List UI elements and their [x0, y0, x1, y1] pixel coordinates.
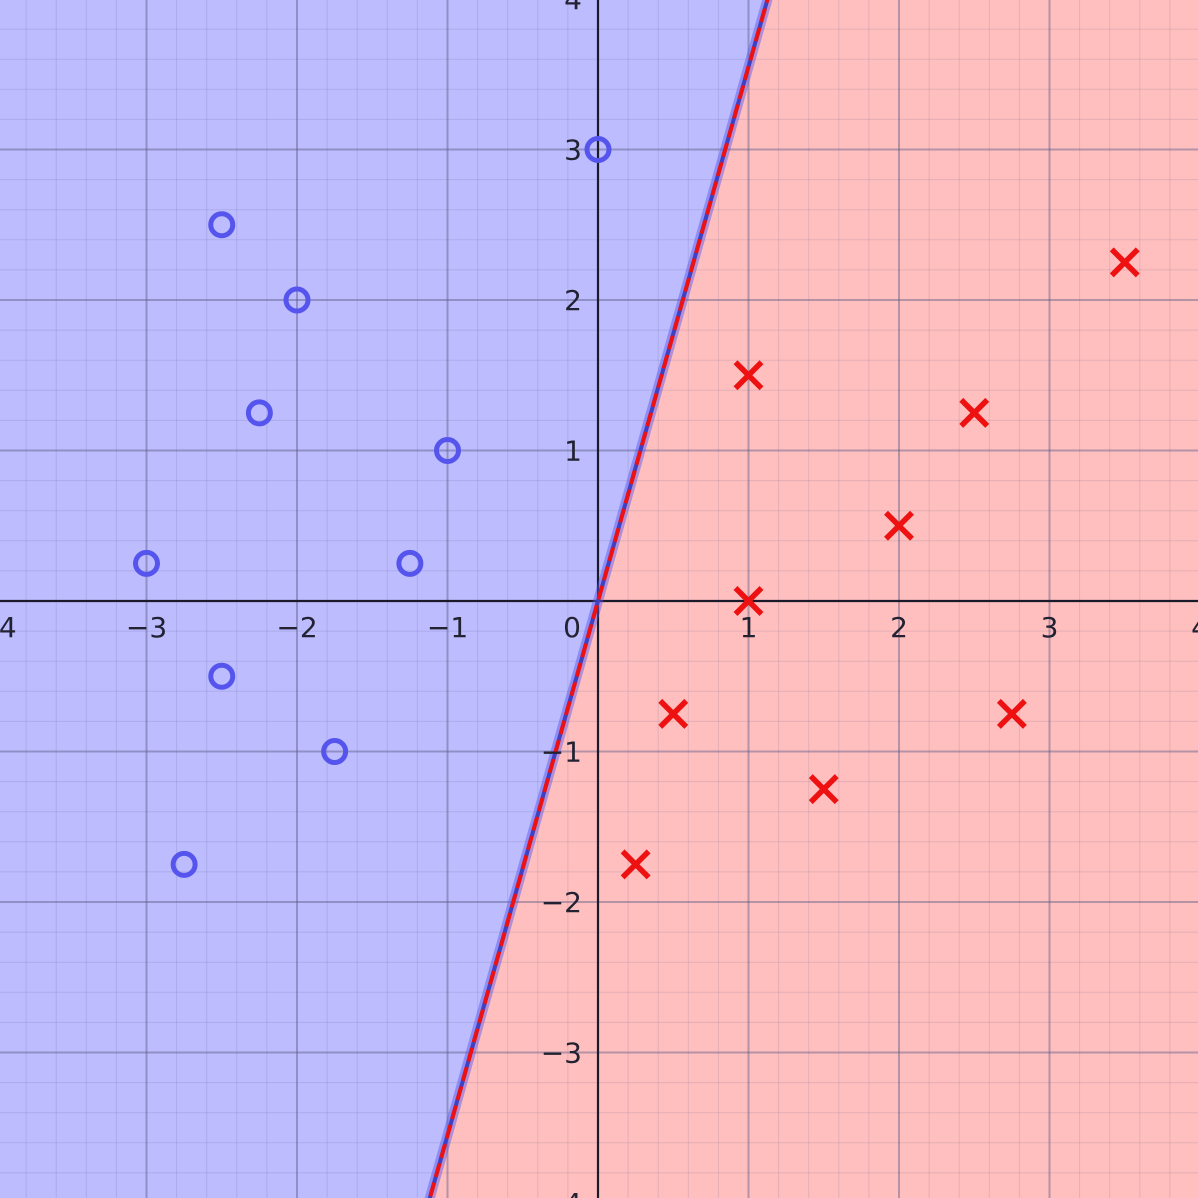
x-point-stroke — [959, 397, 990, 428]
circle-point — [208, 211, 236, 239]
x-point-stroke — [733, 360, 764, 391]
x-point-stroke — [733, 586, 764, 616]
circle-point — [133, 549, 160, 577]
x-point — [996, 698, 1027, 729]
x-point — [959, 397, 990, 428]
x-point — [1109, 247, 1140, 278]
circle-point — [584, 136, 612, 163]
boundary-line-dashed — [427, 0, 770, 1198]
decision-boundary — [424, 0, 773, 1198]
x-tick-label: 0 — [563, 611, 581, 644]
x-tick-label: −3 — [126, 611, 167, 644]
y-tick-label: 4 — [564, 0, 582, 16]
x-tick-label: 2 — [890, 611, 908, 644]
region-class-x — [429, 0, 1198, 1198]
y-tick-label: 2 — [564, 284, 582, 317]
x-point-stroke — [808, 774, 839, 805]
y-tick-label: −4 — [541, 1187, 582, 1198]
circle-point — [170, 850, 198, 878]
x-point-stroke — [620, 849, 651, 880]
x-point-stroke — [658, 698, 689, 729]
x-point — [733, 360, 764, 391]
circle-point — [396, 549, 424, 577]
circle-point — [208, 662, 236, 690]
y-tick-label: 3 — [564, 134, 582, 167]
circle-point — [283, 286, 311, 314]
circle-point — [321, 738, 349, 765]
x-point — [620, 849, 651, 880]
y-tick-label: −3 — [541, 1037, 582, 1070]
x-point — [808, 774, 839, 805]
x-point-stroke — [884, 510, 914, 541]
y-tick-label: −1 — [541, 736, 582, 769]
x-tick-label: −1 — [427, 611, 468, 644]
region-class-circle — [0, 0, 768, 1198]
x-point-stroke — [996, 698, 1027, 729]
x-point — [884, 510, 914, 541]
circle-point — [245, 399, 273, 427]
x-point-stroke — [1109, 247, 1140, 278]
x-point — [733, 586, 764, 616]
x-tick-label: −4 — [0, 611, 17, 644]
x-tick-label: −2 — [276, 611, 317, 644]
x-point — [658, 698, 689, 729]
circle-point — [434, 437, 461, 464]
data-points — [133, 136, 1140, 880]
x-tick-label: 4 — [1191, 611, 1198, 644]
x-tick-label: 1 — [740, 611, 758, 644]
x-tick-label: 3 — [1041, 611, 1059, 644]
y-tick-label: 1 — [564, 435, 582, 468]
y-tick-label: −2 — [541, 886, 582, 919]
